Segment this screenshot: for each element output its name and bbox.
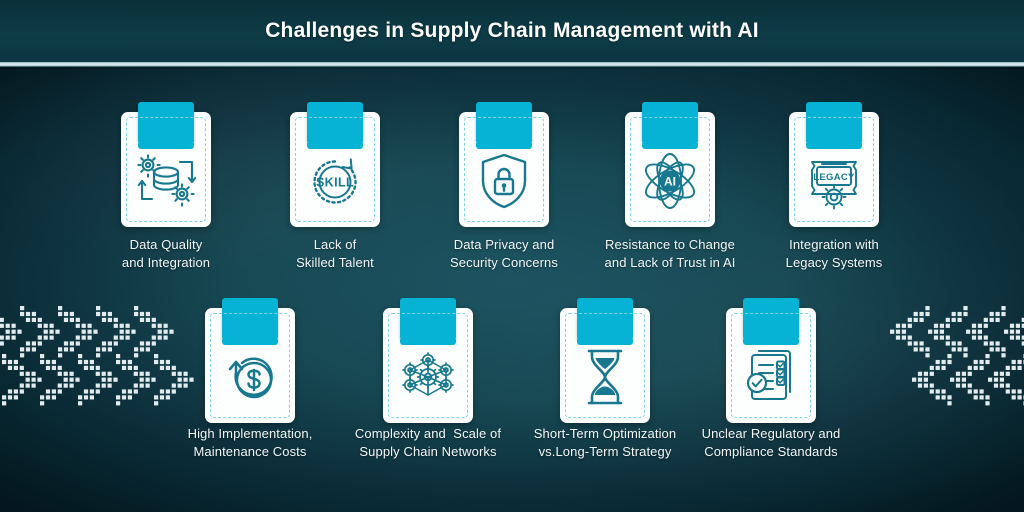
svg-text:LEGACY: LEGACY	[813, 172, 855, 183]
challenge-card[interactable]: AI	[625, 102, 715, 227]
challenge-card-label: Short-Term Optimization vs.Long-Term Str…	[533, 426, 677, 459]
legacy-badge-gear-icon: LEGACY	[789, 146, 879, 216]
svg-text:SKILL: SKILL	[316, 176, 354, 190]
card-tab	[138, 102, 194, 149]
card-tab	[222, 298, 278, 345]
dotted-chevron-right	[966, 306, 1012, 358]
card-dashed-border	[126, 117, 206, 222]
hourglass-icon	[560, 342, 650, 412]
dotted-chevron-left	[40, 354, 86, 406]
card-dashed-border	[210, 313, 290, 418]
challenge-card-label: Complexity and Scale of Supply Chain Net…	[354, 426, 502, 459]
challenge-card[interactable]	[560, 298, 650, 423]
card-dashed-border	[565, 313, 645, 418]
card-tab	[743, 298, 799, 345]
card-dashed-border	[731, 313, 811, 418]
dotted-chevron-left	[134, 306, 180, 358]
dotted-chevron-right	[950, 354, 996, 406]
page-title: Challenges in Supply Chain Management wi…	[265, 19, 759, 42]
dotted-chevron-left	[0, 306, 28, 352]
header-divider-shadow	[0, 67, 1024, 69]
dotted-chevron-right	[890, 306, 936, 358]
ai-atom-icon: AI	[625, 146, 715, 216]
header-divider	[0, 62, 1024, 67]
card-tab	[577, 298, 633, 345]
database-gears-icon	[121, 146, 211, 216]
dotted-chevron-right	[928, 306, 974, 358]
card-dashed-border	[794, 117, 874, 222]
challenge-card-label: Lack of Skilled Talent	[296, 237, 374, 270]
shield-lock-icon	[459, 146, 549, 216]
dotted-chevron-left	[58, 306, 104, 358]
challenge-card-label: Data Quality and Integration	[121, 237, 211, 270]
challenge-card-label: Integration with Legacy Systems	[785, 237, 883, 270]
challenge-card[interactable]: SKILL	[290, 102, 380, 227]
card-tab	[642, 102, 698, 149]
card-dashed-border	[295, 117, 375, 222]
header-bar: Challenges in Supply Chain Management wi…	[0, 0, 1024, 62]
card-tab	[400, 298, 456, 345]
checklist-approved-icon	[726, 342, 816, 412]
dotted-chevron-left	[20, 306, 66, 358]
skill-circular-arrow-icon: SKILL	[290, 146, 380, 216]
gear-network-icon	[383, 342, 473, 412]
challenge-card-label: Unclear Regulatory and Compliance Standa…	[701, 426, 841, 459]
challenge-card[interactable]: LEGACY	[789, 102, 879, 227]
card-tab	[307, 102, 363, 149]
card-dashed-border	[464, 117, 544, 222]
card-tab	[476, 102, 532, 149]
challenge-card[interactable]	[726, 298, 816, 423]
challenge-card[interactable]	[205, 298, 295, 423]
challenge-card-label: Resistance to Change and Lack of Trust i…	[604, 237, 736, 270]
challenge-card[interactable]	[459, 102, 549, 227]
dotted-chevron-right	[912, 354, 958, 406]
card-tab	[806, 102, 862, 149]
dollar-cost-arrow-icon	[205, 342, 295, 412]
dotted-chevron-left	[116, 354, 162, 406]
challenge-card-label: High Implementation, Maintenance Costs	[187, 426, 313, 459]
challenge-card[interactable]	[383, 298, 473, 423]
challenge-card[interactable]	[121, 102, 211, 227]
card-dashed-border	[388, 313, 468, 418]
card-dashed-border	[630, 117, 710, 222]
dotted-chevron-left	[96, 306, 142, 358]
challenge-card-label: Data Privacy and Security Concerns	[450, 237, 558, 270]
dotted-chevron-left	[78, 354, 124, 406]
dotted-chevron-right	[988, 354, 1024, 406]
dotted-chevron-left	[154, 354, 200, 406]
dotted-chevron-right	[1004, 306, 1024, 352]
svg-text:AI: AI	[664, 175, 676, 189]
dotted-chevron-left	[2, 354, 48, 406]
